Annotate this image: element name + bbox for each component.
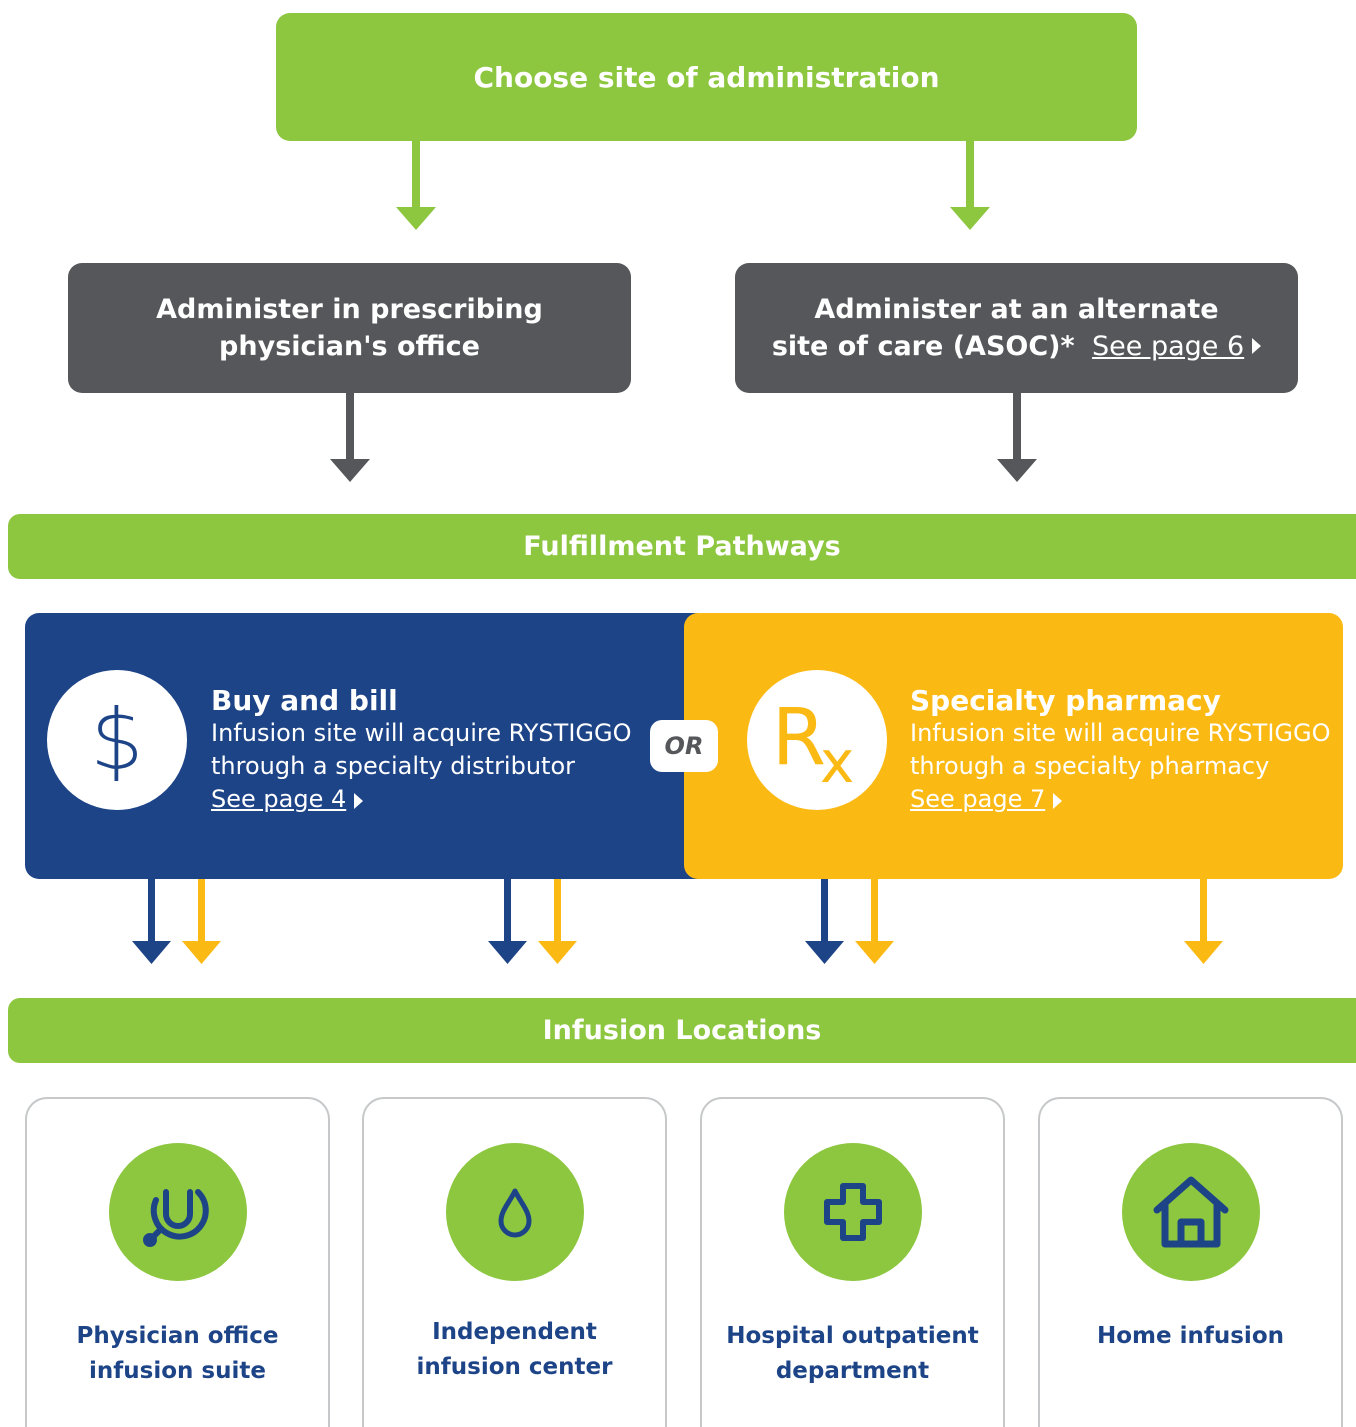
see-page-4-link[interactable]: See page 4 <box>211 785 347 813</box>
buy-and-bill-title: Buy and bill <box>211 684 398 717</box>
arrow-pair-3 <box>803 879 903 965</box>
stethoscope-icon <box>109 1143 247 1281</box>
administer-office-line1: Administer in prescribing <box>156 294 543 325</box>
arrow-pair-1 <box>130 879 230 965</box>
specialty-pharmacy-desc2: through a specialty pharmacy <box>910 752 1270 780</box>
arrow-pair-2 <box>486 879 586 965</box>
play-arrow-icon <box>1053 792 1063 809</box>
infusion-locations-band: Infusion Locations <box>8 998 1356 1063</box>
administer-asoc-line1: Administer at an alternate <box>814 294 1219 325</box>
specialty-pharmacy-box: Rx Specialty pharmacy Infusion site will… <box>684 613 1343 879</box>
location-line2: infusion suite <box>89 1358 266 1384</box>
location-line2: infusion center <box>416 1354 613 1380</box>
dollar-icon: $ <box>47 670 187 810</box>
buy-and-bill-text: Buy and bill Infusion site will acquire … <box>211 685 671 816</box>
buy-and-bill-desc1: Infusion site will acquire RYSTIGGO <box>211 719 632 747</box>
location-label-home-infusion: Home infusion <box>1040 1319 1341 1354</box>
specialty-pharmacy-desc1: Infusion site will acquire RYSTIGGO <box>910 719 1331 747</box>
administer-asoc-line2: site of care (ASOC)* <box>771 331 1075 362</box>
specialty-pharmacy-link-row: See page 7 <box>910 783 1340 816</box>
dollar-symbol: $ <box>90 691 144 789</box>
location-line1: Hospital outpatient <box>726 1323 979 1349</box>
see-page-7-link[interactable]: See page 7 <box>910 785 1046 813</box>
location-label-hospital-outpatient: Hospital outpatient department <box>702 1319 1003 1389</box>
location-card-hospital-outpatient: Hospital outpatient department <box>700 1097 1005 1427</box>
location-label-independent-center: Independent infusion center <box>364 1315 665 1385</box>
fulfillment-pathways-band: Fulfillment Pathways <box>8 514 1356 579</box>
medical-cross-icon <box>784 1143 922 1281</box>
arrow-down-right-gray <box>995 393 1039 483</box>
administer-office-box: Administer in prescribing physician's of… <box>68 263 631 393</box>
location-card-home-infusion: Home infusion <box>1038 1097 1343 1427</box>
house-icon <box>1122 1143 1260 1281</box>
administer-asoc-line2-row: site of care (ASOC)* See page 6 <box>771 328 1262 365</box>
rx-icon: Rx <box>747 670 887 810</box>
arrow-yellow-4 <box>1182 879 1226 965</box>
arrow-down-left-gray <box>328 393 372 483</box>
play-arrow-icon <box>1252 337 1262 354</box>
buy-and-bill-link-row: See page 4 <box>211 783 671 816</box>
administer-asoc-box: Administer at an alternate site of care … <box>735 263 1298 393</box>
location-card-independent-center: Independent infusion center <box>362 1097 667 1427</box>
location-card-physician-office: Physician office infusion suite <box>25 1097 330 1427</box>
infusion-locations-title: Infusion Locations <box>542 1015 822 1046</box>
specialty-pharmacy-text: Specialty pharmacy Infusion site will ac… <box>910 685 1340 816</box>
fulfillment-pathways-title: Fulfillment Pathways <box>523 531 841 562</box>
arrow-down-right-green <box>948 141 992 231</box>
location-line2: department <box>775 1358 930 1384</box>
location-line1: Home infusion <box>1096 1323 1284 1349</box>
see-page-6-link[interactable]: See page 6 <box>1092 331 1245 362</box>
location-label-physician-office: Physician office infusion suite <box>27 1319 328 1389</box>
play-arrow-icon <box>354 792 364 809</box>
buy-and-bill-desc2: through a specialty distributor <box>211 752 576 780</box>
buy-and-bill-box: $ Buy and bill Infusion site will acquir… <box>25 613 700 879</box>
location-line1: Physician office <box>76 1323 279 1349</box>
choose-site-title: Choose site of administration <box>473 60 940 94</box>
choose-site-box: Choose site of administration <box>276 13 1137 141</box>
drop-icon <box>446 1143 584 1281</box>
location-line1: Independent <box>432 1319 597 1345</box>
or-badge: OR <box>650 720 718 772</box>
arrow-down-left-green <box>394 141 438 231</box>
rx-symbol: Rx <box>771 693 855 796</box>
specialty-pharmacy-title: Specialty pharmacy <box>910 684 1221 717</box>
administer-office-line2: physician's office <box>219 331 480 362</box>
